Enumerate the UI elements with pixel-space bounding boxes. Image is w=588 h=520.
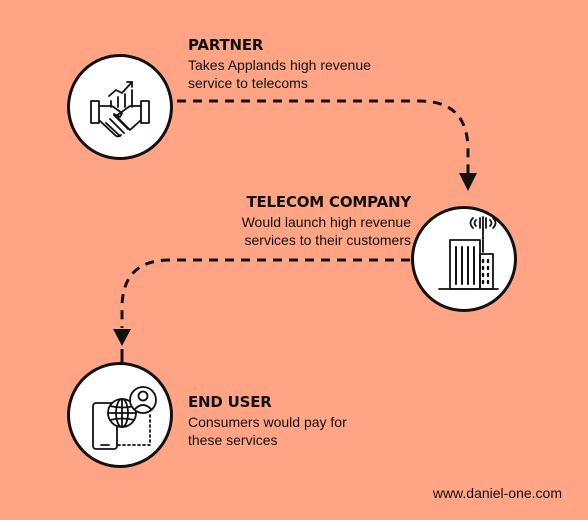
enduser-description-line-2: these services <box>188 432 278 448</box>
partner-node <box>67 54 173 160</box>
enduser-text-block: END USER Consumers would pay for these s… <box>188 393 347 449</box>
enduser-node <box>67 362 173 468</box>
telecom-description-line-1: Would launch high revenue <box>241 214 411 230</box>
office-buildings-antenna-icon <box>438 216 499 290</box>
mobile-globe-user-icon <box>92 386 157 450</box>
telecom-title: TELECOM COMPANY <box>246 193 411 211</box>
enduser-title: END USER <box>188 393 272 411</box>
connector-partner-to-telecom <box>177 99 470 174</box>
telecom-text-block: TELECOM COMPANY Would launch high revenu… <box>241 193 412 249</box>
handshake-growth-icon <box>90 81 150 138</box>
arrowhead-enduser <box>113 329 131 346</box>
enduser-description-line-1: Consumers would pay for <box>188 414 347 430</box>
partner-description-line-1: Takes Applands high revenue <box>188 57 371 73</box>
partner-text-block: PARTNER Takes Applands high revenue serv… <box>188 36 371 92</box>
arrowhead-telecom <box>459 173 477 191</box>
partner-title: PARTNER <box>188 36 264 54</box>
telecom-node <box>411 206 517 312</box>
telecom-description-line-2: services to their customers <box>244 232 412 248</box>
footer-website-link[interactable]: www.daniel-one.com <box>432 485 562 501</box>
connector-telecom-to-enduser <box>120 258 410 328</box>
partner-description-line-2: service to telecoms <box>188 75 308 91</box>
